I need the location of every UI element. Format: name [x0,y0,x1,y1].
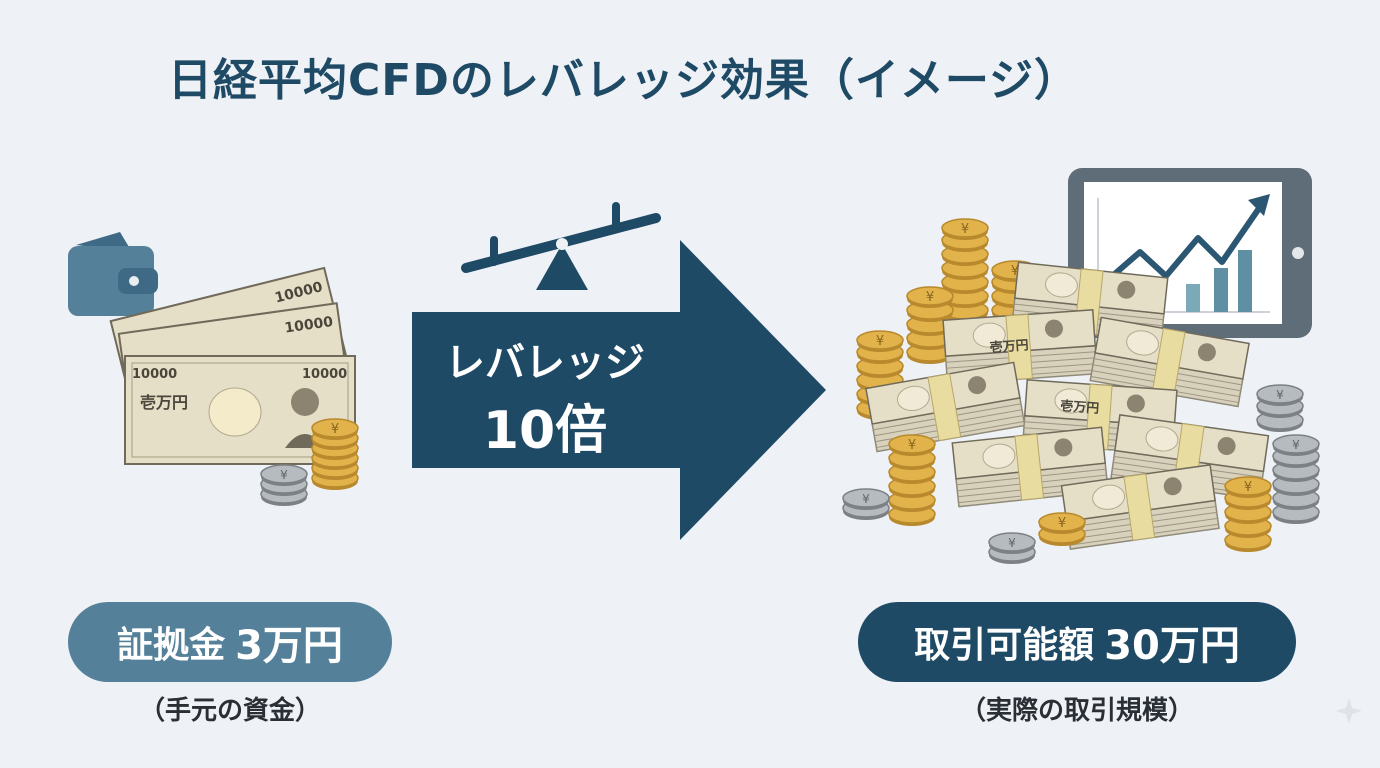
seesaw-icon [461,202,661,290]
tradable-caption: （実際の取引規模） [959,696,1194,726]
banknote-value-text: 10000 [132,367,177,382]
yen-coin-icon: ¥ [331,422,339,437]
margin-label: 証拠金 [117,625,226,666]
leverage-multiplier: 10倍 [482,401,608,461]
tradable-label: 取引可能額 [914,625,1095,666]
margin-badge: 証拠金 3万円 [68,602,392,682]
banknote-stack: 10000 10000 10000 10000 壱万円 [109,266,356,465]
coin-stacks-front: ¥ ¥ ¥ ¥ ¥ ¥ ¥ [842,384,1320,565]
yen-coin-icon: ¥ [876,334,884,349]
banknote-value-text: 10000 [302,367,347,382]
yen-coin-icon: ¥ [862,492,870,506]
banknote-value-text: 10000 [284,314,335,337]
yen-coin-icon: ¥ [1244,480,1252,495]
bundle-caption-text: 壱万円 [1060,398,1100,417]
margin-caption: （手元の資金） [138,696,321,726]
yen-coin-icon: ¥ [926,290,934,305]
yen-coin-icon: ¥ [1276,388,1284,402]
bundle-caption-text: 壱万円 [989,337,1029,356]
yen-coin-icon: ¥ [961,222,969,237]
margin-amount: 3万円 [235,623,343,669]
leverage-label: レバレッジ [445,340,645,386]
leverage-arrow [412,240,826,540]
yen-coin-icon: ¥ [280,468,288,482]
money-bundle-pile: 壱万円 壱万円 [865,261,1270,550]
page-title: 日経平均CFDのレバレッジ効果（イメージ） [168,55,1079,106]
tradable-amount: 30万円 [1104,623,1240,669]
tradable-amount-badge: 取引可能額 30万円 [858,602,1296,682]
yen-coin-icon: ¥ [1292,438,1300,452]
banknote-caption-text: 壱万円 [140,393,188,412]
coin-stack-left: ¥ ¥ [260,418,359,507]
yen-coin-icon: ¥ [908,438,916,453]
wallet-icon [68,232,158,316]
coin-stacks-right: ¥ ¥ ¥ ¥ [856,218,1039,421]
yen-coin-icon: ¥ [1008,536,1016,550]
yen-coin-icon: ¥ [1058,516,1066,531]
yen-coin-icon: ¥ [1011,264,1019,279]
